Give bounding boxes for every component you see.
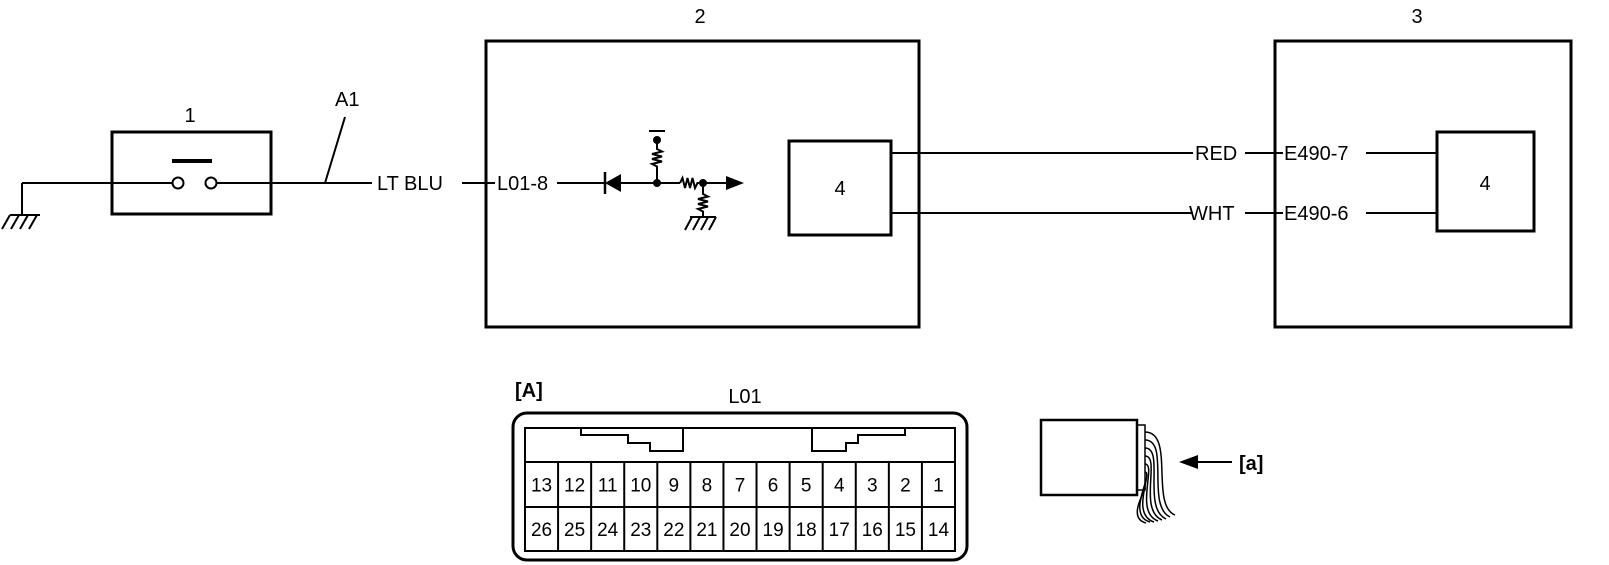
- splice-leader: [324, 116, 346, 184]
- pin-20: 20: [729, 520, 750, 541]
- pin-4: 4: [834, 476, 845, 497]
- pin-15: 15: [895, 520, 916, 541]
- splice-label-a1: A1: [335, 89, 359, 111]
- pin-1: 1: [933, 476, 944, 497]
- pin-6: 6: [768, 476, 779, 497]
- arrow-right-icon: [726, 176, 744, 190]
- pin-10: 10: [630, 476, 651, 497]
- module-right-box: [1273, 39, 1573, 329]
- arrow-left-icon: [1179, 455, 1198, 469]
- pin-16: 16: [862, 520, 883, 541]
- pin-5: 5: [801, 476, 812, 497]
- wire-color-red: RED: [1195, 143, 1237, 165]
- connector-face: [524, 427, 956, 552]
- terminal-l01-8: L01-8: [497, 173, 548, 195]
- pin-12: 12: [564, 476, 585, 497]
- pin-8: 8: [702, 476, 713, 497]
- module-right-number-label: 3: [1411, 6, 1422, 28]
- inner-block-right-label: 4: [1479, 173, 1490, 195]
- switch-icon: [171, 159, 218, 190]
- module-left-number-label: 2: [694, 6, 705, 28]
- terminal-e490-7: E490-7: [1284, 143, 1349, 165]
- pin-24: 24: [597, 520, 619, 541]
- ground-symbol-left: [1, 183, 40, 230]
- pin-2: 2: [900, 476, 911, 497]
- pin-22: 22: [663, 520, 684, 541]
- input-circuit-symbol: [603, 130, 744, 231]
- pin-14: 14: [928, 520, 950, 541]
- terminal-e490-6: E490-6: [1284, 203, 1349, 225]
- pin-13: 13: [531, 476, 552, 497]
- pin-3: 3: [867, 476, 878, 497]
- connector-outline: [511, 411, 969, 562]
- diode-icon: [605, 174, 621, 192]
- wire-color-wht: WHT: [1189, 203, 1235, 225]
- pin-21: 21: [696, 520, 717, 541]
- switch-number-label: 1: [184, 105, 195, 127]
- pin-row-bottom: 26 25 24 23 22 21 20 19 18 17 16 15 14: [531, 520, 949, 541]
- pin-19: 19: [763, 520, 784, 541]
- pin-row-top: 13 12 11 10 9 8 7 6 5 4 3 2 1: [531, 476, 944, 497]
- pin-25: 25: [564, 520, 585, 541]
- connector-view-label: [A]: [515, 380, 543, 402]
- inner-block-left-label: 4: [834, 178, 845, 200]
- inner-block-right: [1435, 130, 1536, 233]
- pin-23: 23: [630, 520, 651, 541]
- pin-9: 9: [669, 476, 680, 497]
- pin-7: 7: [735, 476, 746, 497]
- pin-26: 26: [531, 520, 552, 541]
- switch-box: [110, 130, 273, 216]
- inner-block-left: [787, 139, 893, 237]
- arrow-label: [a]: [1239, 453, 1263, 475]
- module-left-box: [484, 39, 921, 329]
- pin-17: 17: [829, 520, 850, 541]
- pin-11: 11: [598, 476, 618, 497]
- connector-name: L01: [728, 386, 761, 408]
- wire-color-lt-blu: LT BLU: [377, 173, 443, 195]
- harness-connector-icon: [1039, 418, 1176, 524]
- pin-18: 18: [796, 520, 817, 541]
